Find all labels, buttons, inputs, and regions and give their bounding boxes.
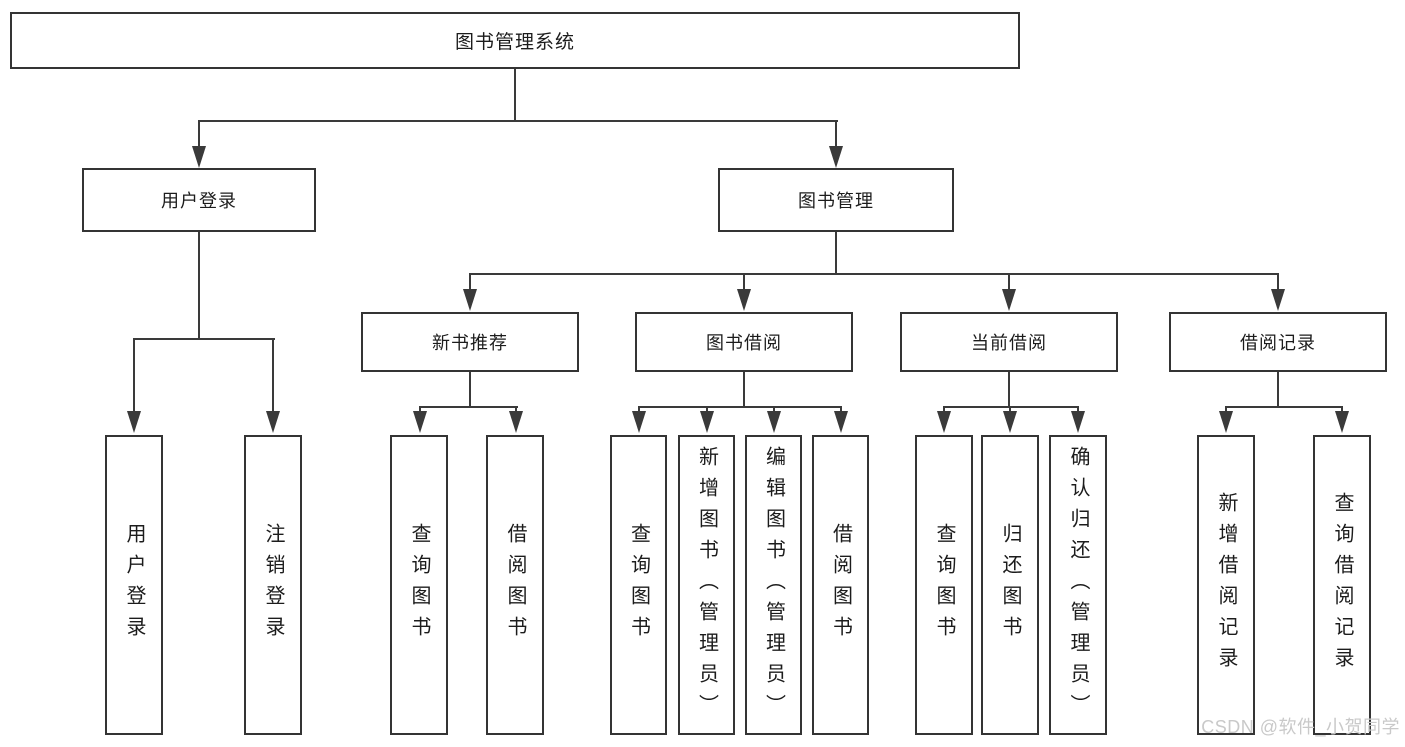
leaf-return-books: 归还图书	[981, 435, 1039, 735]
connector-to-book-borrowing	[743, 273, 745, 291]
connector-recommend-stub	[469, 372, 471, 408]
arrowhead-down-icon	[266, 411, 280, 433]
node-label: 新书推荐	[432, 333, 508, 353]
node-label: 新增借阅记录	[1215, 492, 1237, 678]
connector-current-rail	[943, 406, 1079, 408]
arrowhead-down-icon	[834, 411, 848, 433]
connector-to-leaf-user-login	[133, 338, 135, 413]
connector-leaf	[638, 406, 640, 414]
arrowhead-down-icon	[767, 411, 781, 433]
arrowhead-down-icon	[937, 411, 951, 433]
node-label: 编辑图书（管理员）	[762, 445, 785, 725]
arrowhead-down-icon	[1002, 289, 1016, 311]
leaf-logout: 注销登录	[244, 435, 302, 735]
leaf-add-books-admin: 新增图书（管理员）	[678, 435, 735, 735]
connector-book-management-stub	[835, 232, 837, 275]
connector-leaf	[1077, 406, 1079, 414]
node-label: 查询图书	[933, 523, 955, 647]
arrowhead-down-icon	[463, 289, 477, 311]
leaf-borrow-books: 借阅图书	[812, 435, 869, 735]
connector-to-leaf-logout	[272, 338, 274, 413]
arrowhead-down-icon	[1271, 289, 1285, 311]
node-current-borrowing: 当前借阅	[900, 312, 1118, 372]
connector-leaf	[773, 406, 775, 414]
connector-leaf	[419, 406, 421, 414]
node-label: 归还图书	[999, 523, 1021, 647]
leaf-query-books-current: 查询图书	[915, 435, 973, 735]
node-borrowing-records: 借阅记录	[1169, 312, 1387, 372]
arrowhead-down-icon	[127, 411, 141, 433]
node-label: 用户登录	[161, 191, 237, 211]
node-library-management-system: 图书管理系统	[10, 12, 1020, 69]
connector-leaf	[706, 406, 708, 414]
connector-leaf	[515, 406, 517, 414]
node-label: 借阅图书	[504, 523, 526, 647]
leaf-add-borrow-record: 新增借阅记录	[1197, 435, 1255, 735]
leaf-user-login: 用户登录	[105, 435, 163, 735]
leaf-confirm-return-admin: 确认归还（管理员）	[1049, 435, 1107, 735]
leaf-edit-books-admin: 编辑图书（管理员）	[745, 435, 802, 735]
node-label: 借阅图书	[829, 523, 852, 647]
connector-leaf	[943, 406, 945, 414]
arrowhead-down-icon	[1071, 411, 1085, 433]
connector-records-stub	[1277, 372, 1279, 408]
connector-to-new-book-recommend	[469, 273, 471, 291]
csdn-watermark: CSDN @软件_小贺同学	[1201, 717, 1400, 737]
connector-borrowing-stub	[743, 372, 745, 408]
connector-to-book-management	[835, 120, 837, 148]
arrowhead-down-icon	[1219, 411, 1233, 433]
node-new-book-recommend: 新书推荐	[361, 312, 579, 372]
leaf-query-books-recommend: 查询图书	[390, 435, 448, 735]
node-book-borrowing: 图书借阅	[635, 312, 853, 372]
arrowhead-down-icon	[1003, 411, 1017, 433]
node-label: 用户登录	[123, 523, 145, 647]
connector-leaf	[840, 406, 842, 414]
connector-root-stub	[514, 69, 516, 122]
arrowhead-down-icon	[1335, 411, 1349, 433]
node-label: 图书管理	[798, 191, 874, 211]
arrowhead-down-icon	[413, 411, 427, 433]
node-book-management: 图书管理	[718, 168, 954, 232]
connector-to-borrowing-records	[1277, 273, 1279, 291]
node-label: 当前借阅	[971, 333, 1047, 353]
connector-to-user-login	[198, 120, 200, 148]
connector-user-login-rail	[133, 338, 275, 340]
connector-level2-rail	[469, 273, 1279, 275]
leaf-query-books-borrowing: 查询图书	[610, 435, 667, 735]
arrowhead-down-icon	[632, 411, 646, 433]
connector-recommend-rail	[419, 406, 518, 408]
connector-current-stub	[1008, 372, 1010, 408]
node-label: 图书借阅	[706, 333, 782, 353]
node-label: 图书管理系统	[454, 32, 575, 53]
connector-leaf	[1341, 406, 1343, 414]
node-label: 查询图书	[408, 523, 430, 647]
node-label: 查询图书	[627, 523, 650, 647]
leaf-query-borrow-record: 查询借阅记录	[1313, 435, 1371, 735]
arrowhead-down-icon	[509, 411, 523, 433]
arrowhead-down-icon	[829, 146, 843, 168]
node-label: 借阅记录	[1240, 333, 1316, 353]
node-user-login: 用户登录	[82, 168, 316, 232]
connector-level1-rail	[198, 120, 838, 122]
node-label: 注销登录	[262, 523, 284, 647]
leaf-borrow-books-recommend: 借阅图书	[486, 435, 544, 735]
node-label: 新增图书（管理员）	[695, 445, 718, 725]
connector-user-login-stub	[198, 232, 200, 340]
arrowhead-down-icon	[737, 289, 751, 311]
connector-to-current-borrowing	[1008, 273, 1010, 291]
arrowhead-down-icon	[700, 411, 714, 433]
connector-leaf	[1009, 406, 1011, 414]
node-label: 查询借阅记录	[1331, 492, 1353, 678]
node-label: 确认归还（管理员）	[1067, 445, 1089, 725]
connector-borrowing-rail	[638, 406, 842, 408]
connector-leaf	[1225, 406, 1227, 414]
connector-records-rail	[1225, 406, 1343, 408]
arrowhead-down-icon	[192, 146, 206, 168]
